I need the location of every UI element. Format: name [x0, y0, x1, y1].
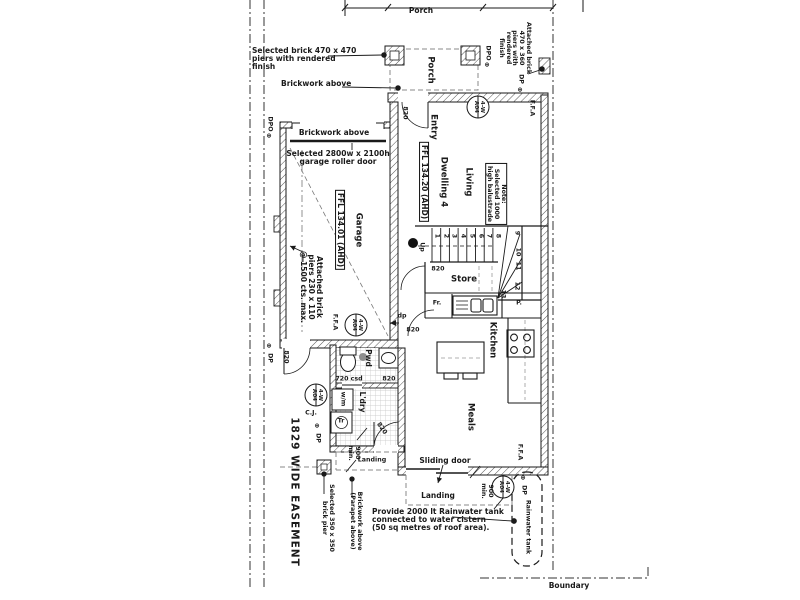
stair-number: 5	[468, 233, 476, 239]
dpo-marker-porch: DPO	[484, 45, 492, 61]
room-label-meals: Meals	[465, 403, 476, 431]
ffa-label-left: F.F.A	[331, 313, 339, 331]
dp-marker-cj: DP	[314, 433, 322, 443]
room-label-store: Store	[451, 274, 477, 285]
window-tag: 4-W A04	[351, 318, 363, 332]
cj-label: C.J.	[305, 409, 317, 417]
dp-icon: ⊕	[517, 86, 523, 94]
sliding-door-label: Sliding door	[419, 455, 471, 465]
stair-number: 12	[513, 281, 521, 291]
dim-820-pwd: 820	[382, 375, 396, 383]
rainwater-tank-label: Rainwater tank	[524, 499, 532, 555]
ffa-label-top: F.F.A	[528, 99, 536, 117]
dim-820-store: 820	[431, 265, 445, 273]
room-label-kitchen: Kitchen	[487, 321, 498, 359]
dim-820-kitchen: 820	[406, 326, 420, 334]
note-roller-door: Selected 2800w x 2100h garage roller doo…	[286, 148, 390, 166]
trough-label: Tr	[337, 417, 345, 425]
leader-lines	[289, 52, 545, 524]
note-attached-470-360: Attached brick 470 x 360 piers with rend…	[497, 21, 532, 75]
dpo-marker-garage: DPO	[266, 116, 274, 132]
washing-machine-label: w/m	[339, 391, 347, 407]
right-wall	[540, 94, 549, 474]
boundary-lines	[249, 0, 649, 588]
ffa-label-bottom: F.F.A	[516, 443, 524, 461]
stair-number: 13	[499, 289, 507, 299]
dp-small-label: dp	[397, 312, 407, 320]
room-label-entry: Entry	[428, 114, 439, 140]
dp-marker-porch-corner: DP	[517, 74, 525, 84]
stair-number: 2	[442, 233, 450, 239]
room-label-dwelling-4: Dwelling 4	[438, 156, 449, 208]
dim-720-csd: 720 csd	[335, 375, 363, 383]
window-tag: 4-W A04	[473, 100, 485, 114]
stair-number: 3	[450, 233, 458, 239]
stair-number: 6	[476, 233, 484, 239]
dim-820-garage-door: 820	[282, 350, 290, 364]
room-label-pwd: Pwd	[364, 349, 374, 367]
dim-820-entry: 820	[401, 106, 409, 120]
note-rainwater: Provide 2000 lt Rainwater tank connected…	[372, 507, 504, 533]
note-brickwork-above-2: Brickwork above	[298, 127, 370, 137]
stair-number: 9	[513, 230, 521, 236]
stair-number: 4	[459, 233, 467, 239]
fridge-label: Fr.	[432, 299, 442, 307]
stair-number: 11	[514, 261, 522, 271]
ffl-dwelling: FFL 134.20 (AHD)	[418, 141, 430, 223]
note-parapet: Brickwork above (Parapet above)	[349, 491, 363, 551]
boundary-label: Boundary	[548, 580, 590, 590]
kitchen-fittings	[390, 292, 541, 404]
window-tag: 4-W A04	[498, 480, 510, 494]
dim-900-min-right: 900 min.	[480, 483, 494, 499]
up-label: Up	[418, 242, 426, 252]
landing-label-left: Landing	[357, 456, 387, 464]
top-dimension	[341, 0, 584, 16]
stairs	[400, 225, 548, 301]
easement-label: 1829 WIDE EASEMENT	[288, 417, 301, 567]
dp-icon: ⊕	[314, 422, 320, 430]
pantry-label: P.	[516, 299, 522, 307]
ffl-garage: FFL 134.01 (AHD)	[334, 189, 346, 271]
rear-wall-landings	[280, 427, 549, 510]
landing-label-right: Landing	[421, 490, 455, 500]
note-brick-470: Selected brick 470 x 470 piers with rend…	[252, 46, 357, 72]
room-label-living: Living	[463, 167, 474, 197]
note-brickwork-above-1: Brickwork above	[281, 79, 352, 88]
dp-marker-tank: DP	[520, 485, 528, 495]
stair-number: 10	[514, 247, 522, 257]
stair-number: 8	[494, 233, 502, 239]
note-pier-350: Selected 350 x 350 brick pier	[321, 484, 335, 552]
porch-structure	[384, 45, 551, 91]
note-attached-piers: Attached brick piers 230 x 110 @ 1500 ct…	[298, 250, 325, 324]
room-label-ldry: L'dry	[358, 391, 368, 413]
window-tag: 4-W A04	[311, 388, 323, 402]
pwd-ldry-block	[329, 344, 406, 468]
dim-label-porch: Porch	[408, 5, 434, 15]
note-balustrade: Note: Selected 1000 high balustrade	[484, 162, 508, 226]
room-label-porch: Porch	[425, 56, 436, 84]
stair-number: 1	[433, 233, 441, 239]
dp-icon: ⊕	[266, 132, 272, 140]
dp-icon: ⊕	[520, 474, 526, 482]
dp-marker-garage-door: DP	[266, 353, 274, 363]
room-label-garage: Garage	[353, 212, 364, 248]
stair-number: 7	[485, 233, 493, 239]
window-tag-circles	[304, 95, 515, 499]
dp-icon: ⊕	[266, 342, 272, 350]
dp-icon: ⊕	[484, 61, 490, 69]
